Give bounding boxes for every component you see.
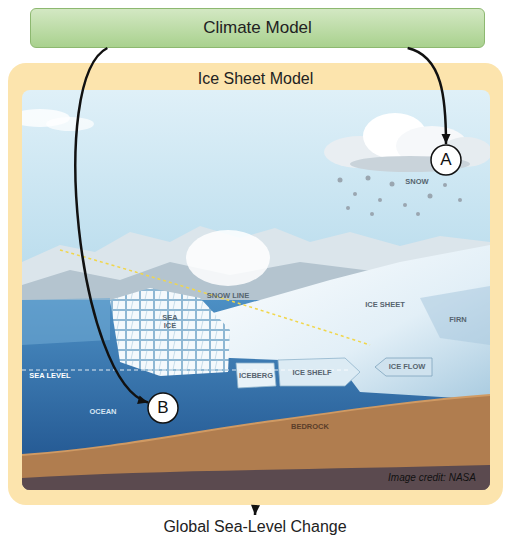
part-label: SNOW LINE [207,292,250,300]
callout-letter: A [430,150,462,170]
part-label: SEA LEVEL [29,372,70,380]
arrow-head [137,395,148,404]
node-title: Climate Model [31,18,484,38]
connector-line [254,505,257,515]
arrow-connector [408,48,451,144]
arrow-connector [75,48,148,404]
callout-circle: A [430,144,462,176]
connector-line [408,48,446,144]
node-title: Global Sea-Level Change [105,518,405,536]
node-title: Ice Sheet Model [8,70,503,88]
model-box: Climate Model [30,8,485,48]
callout-letter: B [147,398,179,418]
part-label: ICEBERG [239,372,273,380]
arrow-head [251,505,260,515]
part-label: ICE FLOW [389,363,426,371]
connector-line [75,48,148,403]
credit-note: Image credit: NASA [388,472,476,484]
part-label: ICE SHELF [292,369,331,377]
part-label: BEDROCK [291,423,329,431]
part-label: SNOW [405,178,428,186]
model-panel: Ice Sheet ModelA B [8,63,503,505]
part-label: ICE SHEET [365,301,405,309]
callout-circle: B [147,392,179,424]
part-label: SEA ICE [157,314,183,330]
arrow-connector [251,505,260,515]
output-text: Global Sea-Level Change [105,515,405,539]
part-label: OCEAN [89,408,116,416]
part-label: FIRN [449,316,467,324]
arrow-head [442,134,451,144]
